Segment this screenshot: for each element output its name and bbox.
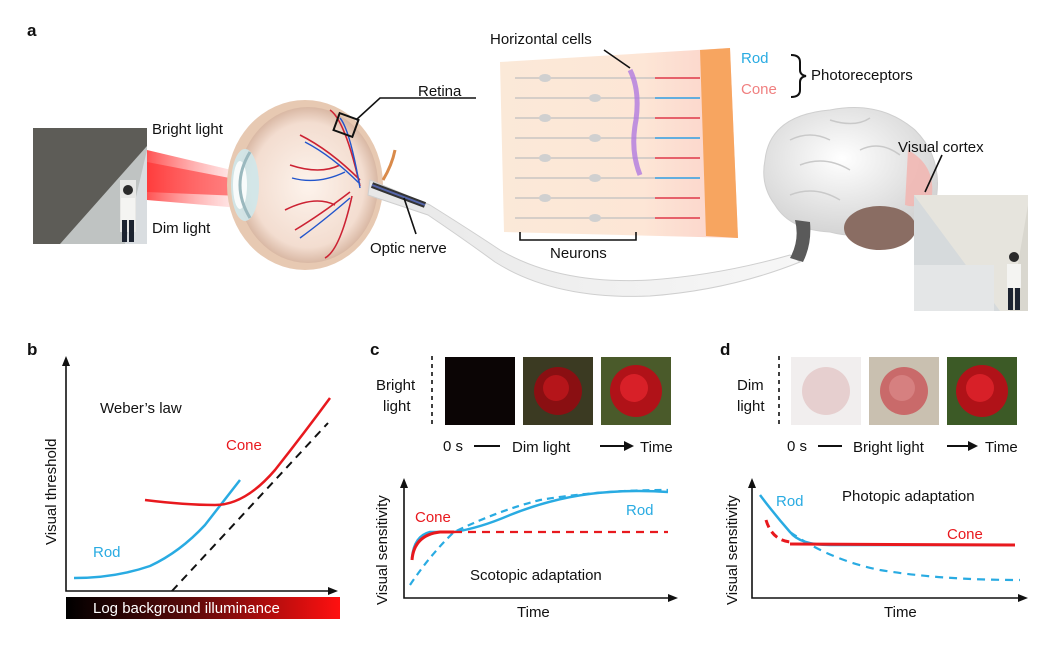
panel-b-cone-label: Cone [226, 437, 262, 454]
panel-d-ylabel: Visual sensitivity [724, 495, 741, 605]
panel-c-condition-line2: light [383, 398, 411, 415]
panel-d-letter: d [720, 340, 730, 359]
weber-law-label: Weber’s law [100, 400, 182, 417]
panel-d-title: Photopic adaptation [842, 488, 975, 505]
panel-c-title: Scotopic adaptation [470, 567, 602, 584]
panel-c-cone-solid [410, 530, 454, 561]
brain-illustration [763, 107, 938, 262]
retina-layers-illustration [500, 48, 738, 241]
panel-d-cone-label: Cone [947, 526, 983, 543]
neurons-label: Neurons [550, 245, 607, 262]
panel-c-time-start: 0 s [443, 438, 463, 455]
panel-c-ylabel: Visual sensitivity [374, 495, 391, 605]
panel-c-cone-label: Cone [415, 509, 451, 526]
panel-d-light-label: Bright light [853, 439, 925, 456]
panel-a: a Bright light Dim light [27, 21, 1028, 311]
illuminance-bar [66, 597, 340, 619]
rose-photo-bright [601, 357, 671, 425]
panel-c-rod-dashed [409, 488, 669, 586]
person-photo-left [33, 128, 147, 244]
visual-cortex-label: Visual cortex [898, 139, 984, 156]
rose-photo-faded [791, 357, 861, 425]
rose-photo-light [869, 357, 939, 425]
person-photo-right [914, 195, 1028, 311]
panel-c-condition-line1: Bright [376, 377, 416, 394]
panel-d-axes [751, 484, 1022, 599]
retina-label: Retina [418, 83, 462, 100]
rod-threshold-curve [73, 479, 241, 580]
panel-d-time-start: 0 s [787, 438, 807, 455]
panel-d: d Dim light 0 s Bright light Time Visual… [720, 340, 1028, 621]
horizontal-cells-label: Horizontal cells [490, 31, 592, 48]
panel-b: b Visual threshold Log background illumi… [27, 340, 340, 619]
panel-b-rod-label: Rod [93, 544, 121, 561]
panel-c-letter: c [370, 340, 379, 359]
panel-d-rod-label: Rod [776, 493, 804, 510]
weber-line [171, 422, 329, 592]
rod-label-a: Rod [741, 50, 769, 67]
photoreceptors-label: Photoreceptors [811, 67, 913, 84]
panel-d-condition-line2: light [737, 398, 765, 415]
cone-label-a: Cone [741, 81, 777, 98]
panel-c-axes [403, 484, 672, 599]
rose-photo-dark [445, 357, 515, 425]
optic-nerve-label: Optic nerve [370, 240, 447, 257]
eye-illustration [227, 100, 397, 270]
panel-d-condition-line1: Dim [737, 377, 764, 394]
panel-d-cone-solid [789, 542, 1016, 547]
panel-d-time-label: Time [985, 439, 1018, 456]
bright-light-label: Bright light [152, 121, 224, 138]
panel-d-rod-dashed [789, 531, 1021, 582]
panel-c: c Bright light 0 s Dim light Time Visual… [370, 340, 678, 621]
photoreceptors-brace [790, 54, 807, 98]
panel-c-xlabel: Time [517, 604, 550, 621]
panel-d-xlabel: Time [884, 604, 917, 621]
panel-a-letter: a [27, 21, 37, 40]
cone-threshold-curve [144, 397, 332, 507]
panel-b-ylabel: Visual threshold [43, 439, 60, 545]
rose-photo-full [947, 357, 1017, 425]
dim-light-label: Dim light [152, 220, 211, 237]
panel-b-xlabel: Log background illuminance [93, 600, 280, 617]
rose-photo-mid [523, 357, 593, 425]
panel-c-time-label: Time [640, 439, 673, 456]
panel-c-light-label: Dim light [512, 439, 571, 456]
panel-d-cone-dashed [764, 519, 791, 544]
panel-b-letter: b [27, 340, 37, 359]
panel-b-axes [65, 362, 332, 592]
panel-c-rod-label: Rod [626, 502, 654, 519]
optic-nerve [367, 179, 802, 297]
